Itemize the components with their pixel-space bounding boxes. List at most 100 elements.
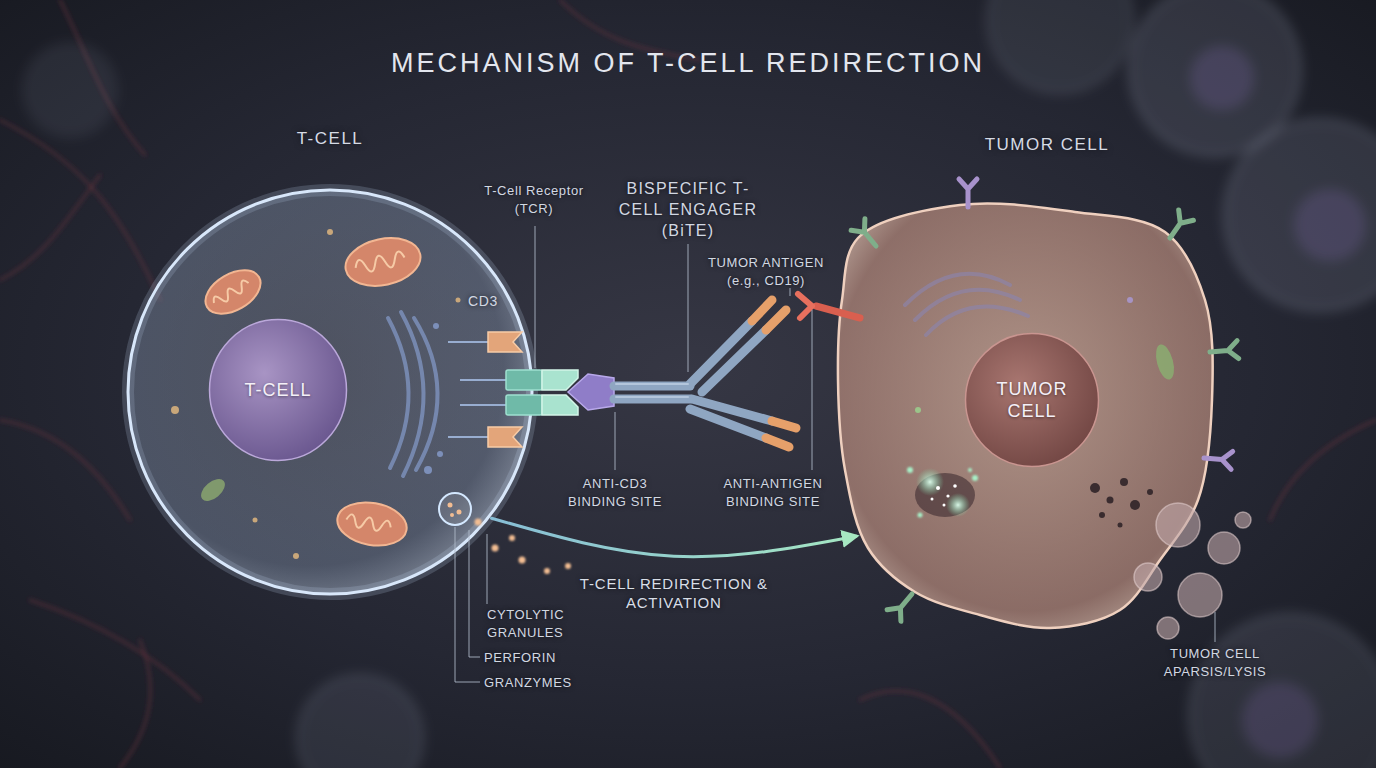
lysis-fragment bbox=[1178, 573, 1222, 617]
cell-membrane bbox=[128, 190, 532, 594]
granzyme-particle bbox=[565, 563, 571, 569]
glow-particle bbox=[972, 475, 978, 481]
bite-arm bbox=[702, 330, 766, 392]
bite-stem bbox=[614, 382, 690, 391]
lysis-fragment bbox=[1157, 617, 1179, 639]
lysis-fragment bbox=[1235, 512, 1251, 528]
pore-glow bbox=[946, 493, 970, 517]
cytolytic-granule bbox=[439, 493, 471, 525]
cell-debris bbox=[1118, 523, 1123, 528]
lysis-fragment bbox=[1134, 563, 1162, 591]
callout-label: TUMOR ANTIGEN (e.g., CD19) bbox=[701, 254, 831, 290]
endoplasmic-reticulum bbox=[905, 274, 1010, 305]
callout-label: T-Cell Receptor (TCR) bbox=[474, 182, 594, 218]
vesicle bbox=[424, 466, 432, 474]
granzyme-particle bbox=[943, 504, 946, 507]
vesicle bbox=[433, 323, 439, 329]
callout-label: GRANZYMES bbox=[484, 674, 594, 692]
endoplasmic-reticulum bbox=[926, 306, 1028, 335]
bite-arm bbox=[690, 321, 752, 384]
callout-label: ANTI-CD3 BINDING SITE bbox=[555, 475, 675, 511]
organelle bbox=[1153, 343, 1178, 382]
tcr-binding-domain bbox=[542, 370, 578, 390]
mitochondrion bbox=[341, 232, 425, 293]
cd3-receptor bbox=[488, 427, 522, 447]
pore-glow bbox=[916, 468, 944, 496]
tumor-cell-body: TUMOR CELLTUMOR CELL bbox=[830, 195, 1220, 650]
vesicle bbox=[1127, 297, 1133, 303]
blood-vessel bbox=[0, 420, 130, 520]
tcr-chain bbox=[506, 370, 542, 390]
tumor-cell-nucleus-outline bbox=[964, 332, 1100, 468]
cell-debris bbox=[1099, 512, 1105, 518]
surface-receptor bbox=[959, 179, 977, 207]
perforin-particle bbox=[475, 519, 482, 526]
tumor-antigen-epitope bbox=[798, 294, 812, 318]
granzyme-particle bbox=[519, 557, 526, 564]
nucleus-label: T-CELL bbox=[229, 379, 327, 401]
glow-particle bbox=[918, 513, 923, 518]
background-cell bbox=[298, 676, 422, 768]
bite-arm bbox=[690, 409, 766, 438]
transmembrane-stem bbox=[460, 379, 508, 381]
bite-arm bbox=[692, 399, 772, 421]
callout-label: BISPECIFIC T-CELL ENGAGER (BiTE) bbox=[606, 178, 771, 241]
edge-label: T-CELL REDIRECTION & ACTIVATION bbox=[574, 574, 774, 612]
redirection-arrow bbox=[492, 518, 857, 557]
callout-label: PERFORIN bbox=[484, 649, 594, 667]
mitochondrion-cristae bbox=[345, 514, 391, 534]
granule-dot bbox=[253, 518, 258, 523]
granule-dot bbox=[171, 406, 179, 414]
bite-highlight bbox=[616, 396, 688, 398]
granule-dot bbox=[327, 229, 333, 235]
membrane-glow bbox=[128, 190, 532, 594]
cell-debris bbox=[1090, 483, 1100, 493]
blood-vessel bbox=[560, 0, 700, 60]
cell-membrane bbox=[210, 320, 347, 461]
background-cell bbox=[988, 0, 1132, 92]
t-cell-body: T-CELLT-CELL bbox=[125, 187, 535, 597]
surface-receptor bbox=[1203, 449, 1232, 469]
endoplasmic-reticulum bbox=[388, 318, 409, 468]
mitochondrion-cristae bbox=[354, 251, 406, 275]
cd3-receptor bbox=[488, 332, 522, 352]
leader-line bbox=[535, 226, 536, 368]
t-cell-nucleus: T-CELL bbox=[208, 318, 348, 462]
cell-debris bbox=[1130, 500, 1140, 510]
tumor-cell-nucleus: TUMOR CELL bbox=[964, 332, 1100, 468]
bite-arm-tip bbox=[766, 310, 786, 330]
diagram-title: MECHANISM OF T-CELL REDIRECTION bbox=[288, 48, 1088, 79]
cell-debris bbox=[1147, 489, 1153, 495]
background-nucleus bbox=[1190, 46, 1254, 110]
transmembrane-stem bbox=[448, 341, 490, 343]
background-cell bbox=[1190, 615, 1376, 768]
tumor-antigen bbox=[816, 306, 860, 318]
leader-line bbox=[455, 527, 480, 682]
vesicle bbox=[915, 407, 921, 413]
callout-label: TUMOR CELL APARSIS/LYSIS bbox=[1150, 645, 1280, 681]
surface-receptor bbox=[887, 588, 919, 621]
membrane-pore bbox=[915, 473, 975, 517]
cell-debris bbox=[1107, 497, 1114, 504]
cell-membrane bbox=[838, 203, 1213, 628]
leader-line bbox=[812, 310, 813, 470]
cell-debris bbox=[1120, 478, 1128, 486]
cell-membrane bbox=[966, 334, 1099, 467]
tcr-chain bbox=[506, 395, 542, 415]
glow-particle bbox=[907, 467, 913, 473]
perforin-particle bbox=[492, 545, 499, 552]
leader-line bbox=[688, 244, 689, 372]
granule-dot bbox=[456, 298, 461, 303]
granule-dot bbox=[293, 553, 299, 559]
granzyme-particle bbox=[953, 484, 957, 488]
background-cell bbox=[22, 42, 118, 138]
perforin-particle bbox=[509, 535, 515, 541]
anti-cd3-domain bbox=[568, 374, 614, 410]
blood-vessel bbox=[1270, 420, 1376, 520]
callout-label: ANTI-ANTIGEN BINDING SITE bbox=[708, 475, 838, 511]
blood-vessel bbox=[30, 600, 200, 700]
bite-stem bbox=[614, 395, 690, 404]
granule-content bbox=[448, 503, 453, 508]
surface-receptor bbox=[851, 219, 883, 252]
